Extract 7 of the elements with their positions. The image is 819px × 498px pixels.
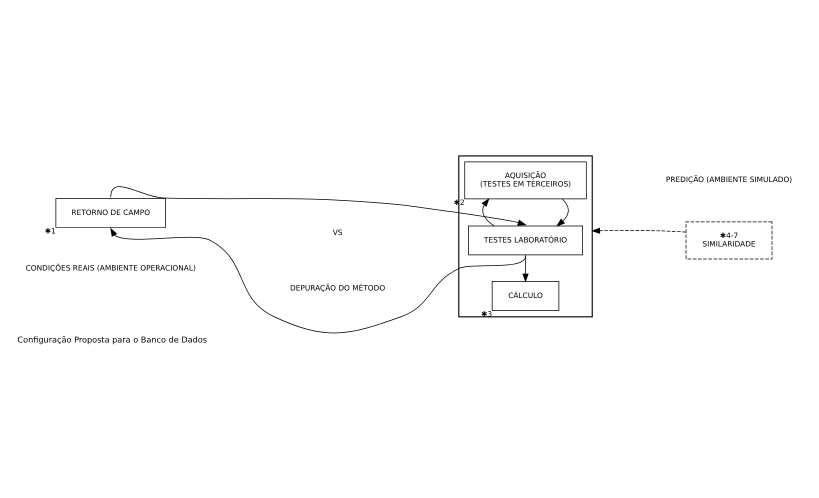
label: DEPURAÇÃO DO MÉTODO (290, 283, 386, 292)
node-label: ✱3 (481, 309, 492, 318)
label: CONDIÇÕES REAIS (AMBIENTE OPERACIONAL) (26, 263, 196, 272)
label: VS (332, 228, 342, 237)
caption: Configuração Proposta para o Banco de Dados (17, 334, 207, 345)
node-label: ✱1 (44, 226, 56, 236)
label: PREDIÇÃO (AMBIENTE SIMULADO) (666, 175, 792, 184)
